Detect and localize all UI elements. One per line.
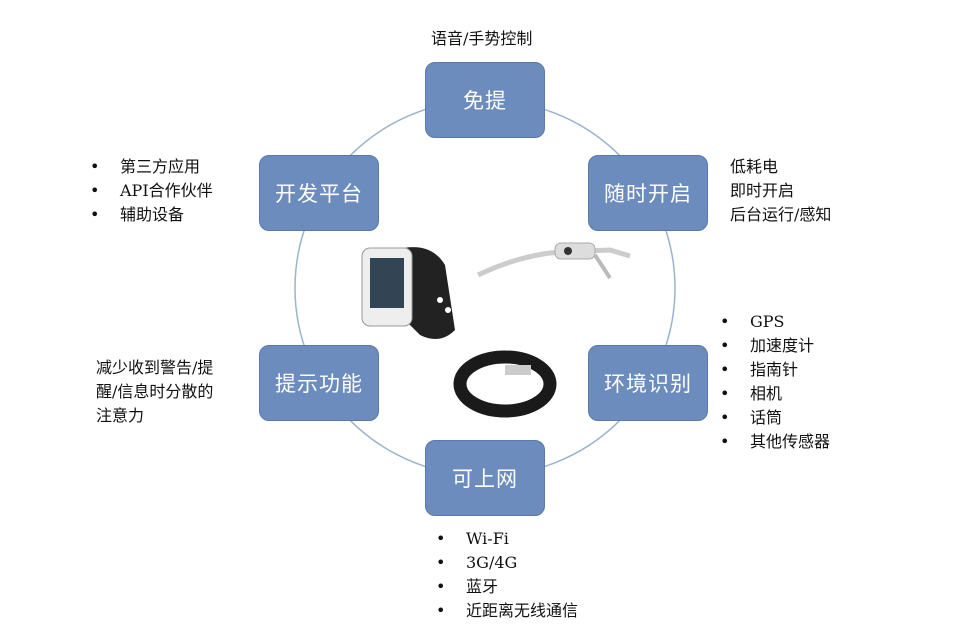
- environment-list: GPS 加速度计 指南针 相机 话筒 其他传感器: [720, 310, 830, 454]
- fitness-band-image: [453, 350, 557, 418]
- note-line: 后台运行/感知: [730, 205, 832, 224]
- list-item: 指南针: [720, 358, 830, 382]
- list-item: GPS: [720, 310, 830, 334]
- list-item: 近距离无线通信: [436, 599, 578, 623]
- list-item: API合作伙伴: [90, 179, 213, 203]
- list-item: 加速度计: [720, 334, 830, 358]
- list-item: 话筒: [720, 406, 830, 430]
- list-item: 3G/4G: [436, 551, 578, 575]
- note-line: 减少收到警告/提: [96, 358, 214, 377]
- connectivity-box: 可上网: [425, 440, 545, 516]
- notification-notes: 减少收到警告/提 醒/信息时分散的 注意力: [96, 356, 213, 428]
- platform-box: 开发平台: [259, 155, 379, 231]
- environment-box: 环境识别: [588, 345, 708, 421]
- hands-free-box: 免提: [425, 62, 545, 138]
- list-item: 相机: [720, 382, 830, 406]
- notification-box: 提示功能: [259, 345, 379, 421]
- list-item: 其他传感器: [720, 430, 830, 454]
- list-item: Wi-Fi: [436, 527, 578, 551]
- connectivity-list: Wi-Fi 3G/4G 蓝牙 近距离无线通信: [436, 527, 578, 623]
- list-item: 第三方应用: [90, 155, 213, 179]
- hands-free-note: 语音/手势控制: [431, 29, 533, 48]
- list-item: 辅助设备: [90, 203, 213, 227]
- note-line: 即时开启: [730, 181, 795, 200]
- smart-glasses-image: [476, 242, 631, 280]
- always-on-box: 随时开启: [588, 155, 708, 231]
- note-line: 低耗电: [730, 157, 779, 176]
- platform-list: 第三方应用 API合作伙伴 辅助设备: [90, 155, 213, 227]
- note-line: 醒/信息时分散的: [96, 382, 214, 401]
- note-line: 注意力: [96, 406, 145, 425]
- list-item: 蓝牙: [436, 575, 578, 599]
- smartwatch-image: [361, 247, 455, 339]
- always-on-notes: 低耗电 即时开启 后台运行/感知: [730, 155, 831, 227]
